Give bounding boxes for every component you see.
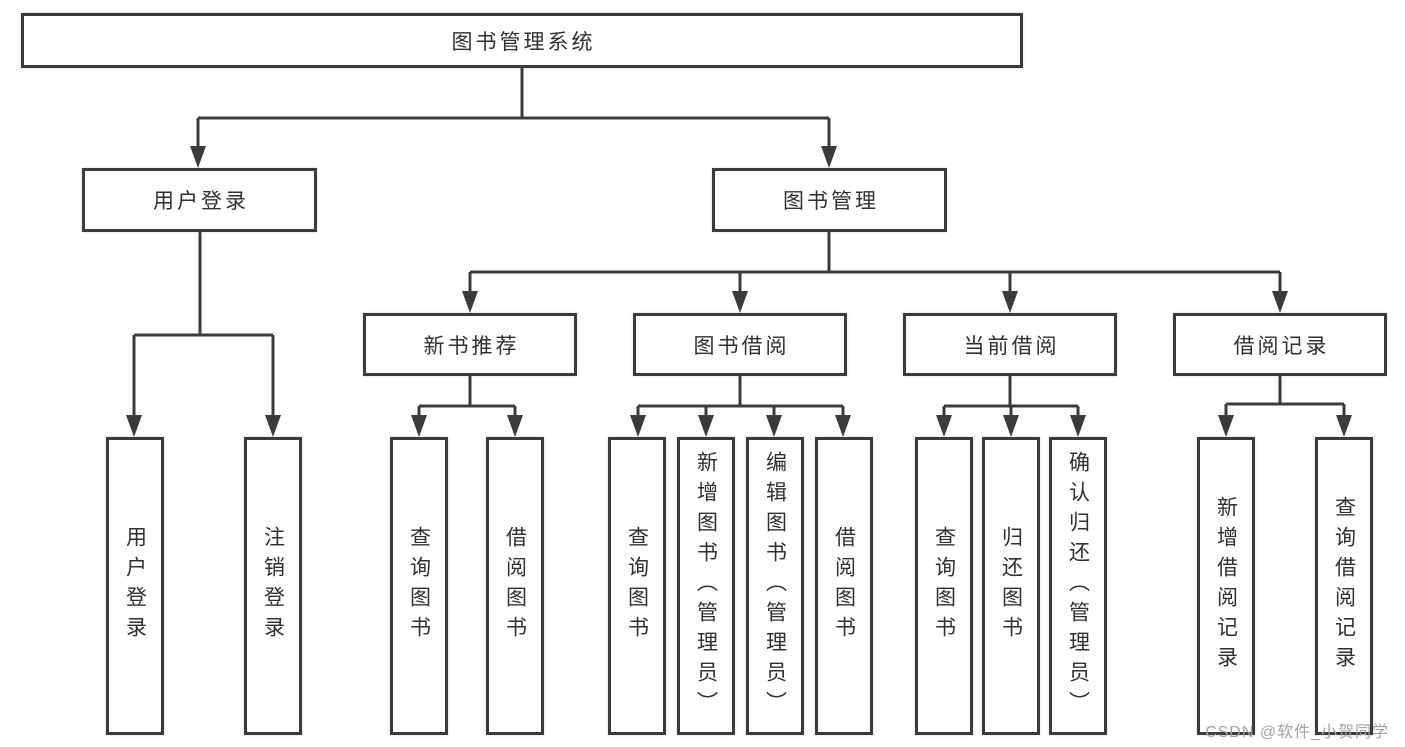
node-leaf-borrow-book-recommend: 借阅图书 xyxy=(486,437,544,735)
node-leaf-borrow-book-recommend-label: 借阅图书 xyxy=(503,526,527,646)
node-current-borrowing: 当前借阅 xyxy=(903,313,1117,376)
node-current-borrowing-label: 当前借阅 xyxy=(963,334,1060,358)
node-leaf-add-book-admin-label: 新增图书（管理员） xyxy=(694,451,718,721)
node-leaf-borrow-book: 借阅图书 xyxy=(815,437,873,735)
node-leaf-logout: 注销登录 xyxy=(244,437,302,735)
node-leaf-add-borrow-record: 新增借阅记录 xyxy=(1197,437,1255,735)
node-borrowing-records: 借阅记录 xyxy=(1173,313,1387,376)
node-leaf-edit-book-admin-label: 编辑图书（管理员） xyxy=(763,451,787,721)
node-book-management-label: 图书管理 xyxy=(783,190,879,213)
node-leaf-return-book-label: 归还图书 xyxy=(999,526,1023,646)
node-user-login: 用户登录 xyxy=(82,168,317,232)
node-leaf-return-book: 归还图书 xyxy=(982,437,1040,735)
node-user-login-label: 用户登录 xyxy=(153,190,249,213)
node-leaf-borrow-book-label: 借阅图书 xyxy=(832,526,856,646)
node-leaf-logout-label: 注销登录 xyxy=(261,526,285,646)
node-leaf-add-book-admin: 新增图书（管理员） xyxy=(677,437,735,735)
node-root-label: 图书管理系统 xyxy=(451,30,596,54)
node-leaf-search-book-borrowing-label: 查询图书 xyxy=(625,526,649,646)
node-leaf-search-book-recommend: 查询图书 xyxy=(390,437,448,735)
node-book-management: 图书管理 xyxy=(712,168,947,232)
node-book-borrowing: 图书借阅 xyxy=(633,313,847,376)
node-leaf-search-book-current: 查询图书 xyxy=(915,437,973,735)
node-new-book-recommendation-label: 新书推荐 xyxy=(423,334,520,358)
node-leaf-user-login-label: 用户登录 xyxy=(123,526,147,646)
node-leaf-search-book-borrowing: 查询图书 xyxy=(608,437,666,735)
node-book-borrowing-label: 图书借阅 xyxy=(693,334,790,358)
watermark: CSDN @软件_小贺同学 xyxy=(1205,724,1389,741)
node-leaf-user-login: 用户登录 xyxy=(106,437,164,735)
node-leaf-search-borrow-record: 查询借阅记录 xyxy=(1315,437,1373,735)
node-borrowing-records-label: 借阅记录 xyxy=(1233,334,1330,358)
node-leaf-edit-book-admin: 编辑图书（管理员） xyxy=(746,437,804,735)
node-leaf-search-borrow-record-label: 查询借阅记录 xyxy=(1332,496,1356,676)
node-leaf-search-book-current-label: 查询图书 xyxy=(932,526,956,646)
node-leaf-add-borrow-record-label: 新增借阅记录 xyxy=(1214,496,1238,676)
node-leaf-search-book-recommend-label: 查询图书 xyxy=(407,526,431,646)
node-root: 图书管理系统 xyxy=(21,13,1023,68)
node-new-book-recommendation: 新书推荐 xyxy=(363,313,577,376)
node-leaf-confirm-return-admin-label: 确认归还（管理员） xyxy=(1066,451,1090,721)
node-leaf-confirm-return-admin: 确认归还（管理员） xyxy=(1049,437,1107,735)
